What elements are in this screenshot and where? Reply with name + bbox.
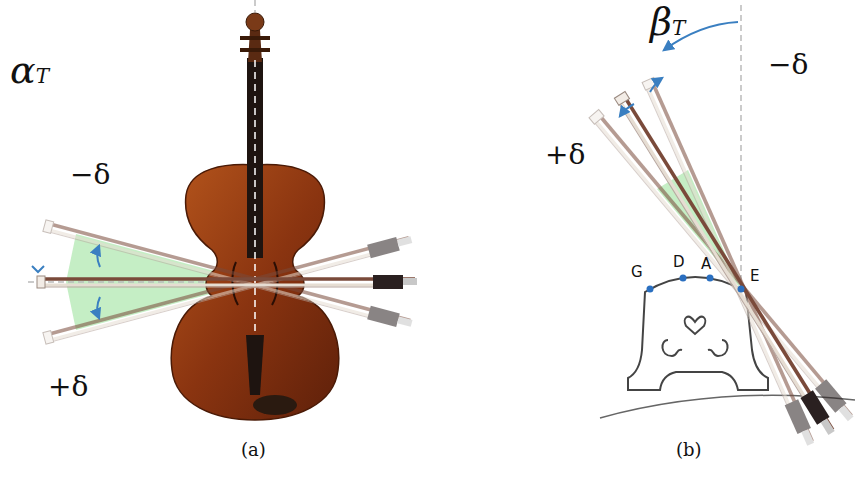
string-label: G bbox=[631, 264, 643, 281]
delta-label: −δ bbox=[768, 50, 808, 81]
string-label: D bbox=[673, 254, 685, 271]
string-label: E bbox=[750, 268, 759, 285]
panel-caption: (b) bbox=[676, 440, 702, 460]
panel-caption: (a) bbox=[241, 440, 266, 460]
angle-symbol: αT bbox=[10, 50, 49, 92]
delta-label: +δ bbox=[48, 372, 88, 403]
string-label: A bbox=[701, 256, 711, 273]
delta-label: −δ bbox=[70, 160, 110, 191]
delta-label: +δ bbox=[545, 140, 585, 171]
angle-symbol: βT bbox=[650, 2, 685, 44]
